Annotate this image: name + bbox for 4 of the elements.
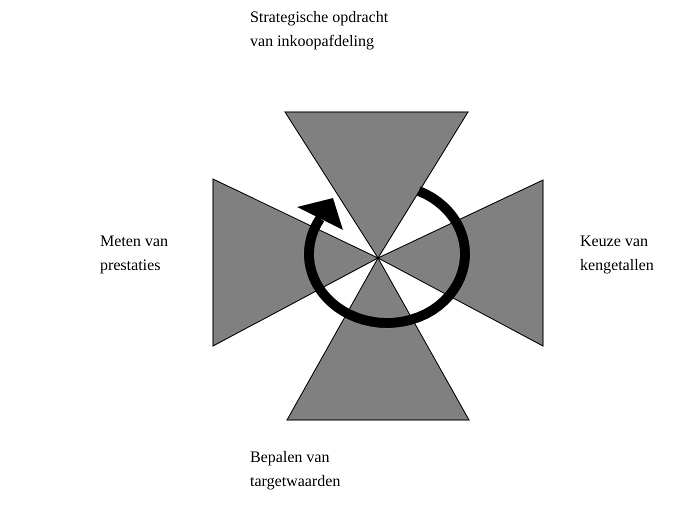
segment-label: Bepalen van targetwaarden [250,448,342,492]
segment-label: Meten van prestaties [100,232,169,276]
segment-label: Strategische opdracht van inkoopafdeling [250,8,390,52]
segment-label: Keuze van kengetallen [580,232,655,276]
